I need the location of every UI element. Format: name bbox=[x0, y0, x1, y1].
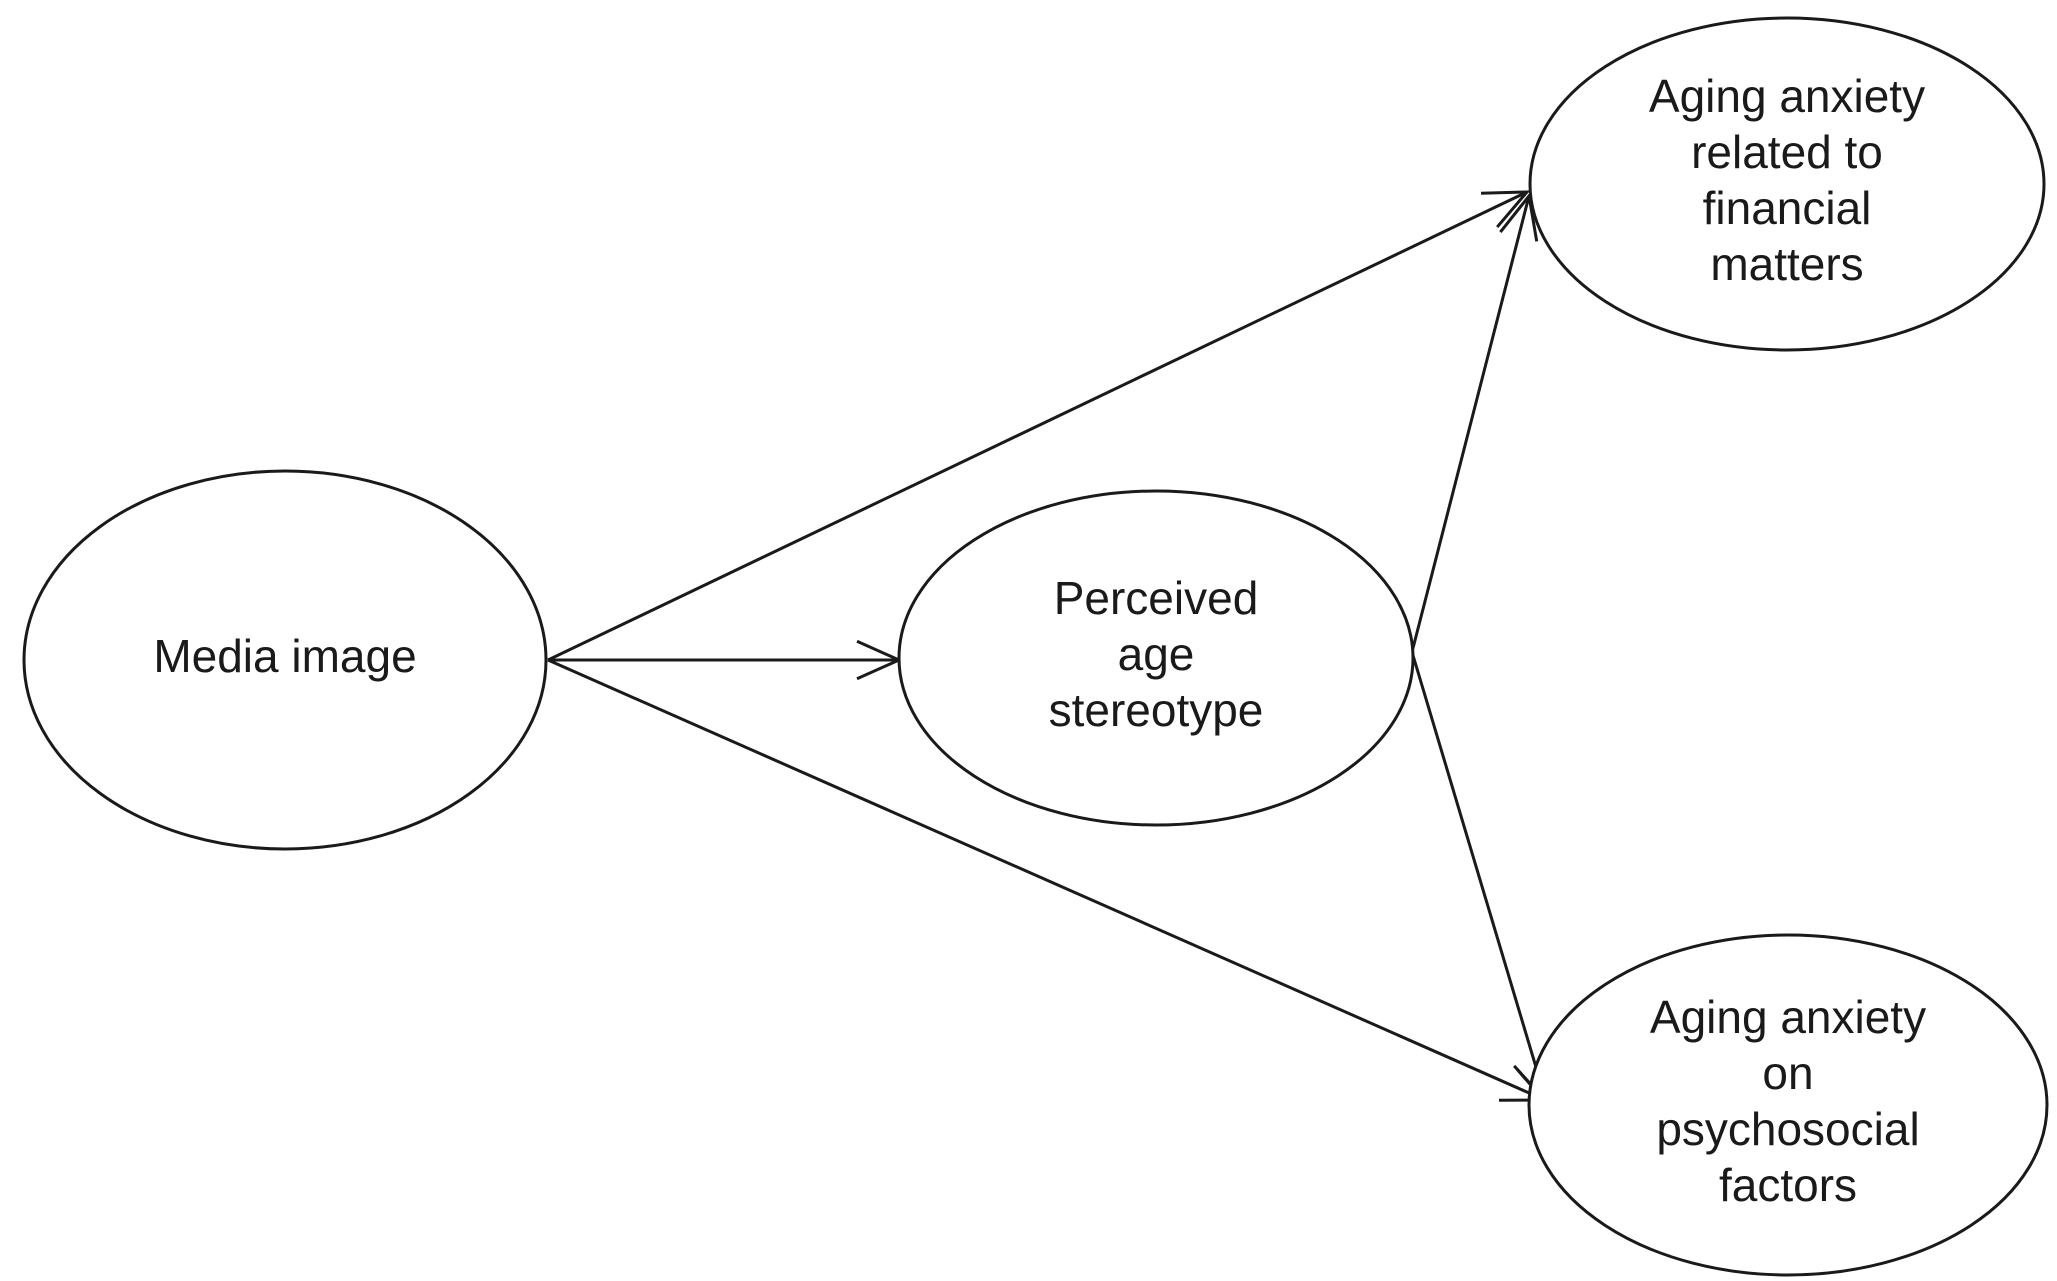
arrowhead-icon bbox=[1499, 192, 1539, 242]
edge-line bbox=[547, 658, 1546, 1102]
node-shape bbox=[1527, 933, 2049, 1277]
edge-line bbox=[1410, 195, 1531, 653]
node-label: Media image bbox=[153, 630, 416, 682]
node-media-image[interactable]: Media image bbox=[22, 469, 548, 851]
edge-line bbox=[1410, 651, 1549, 1105]
edge-layer bbox=[547, 190, 1555, 1108]
edge-media-to-financial[interactable] bbox=[547, 190, 1531, 662]
arrowhead-icon bbox=[1480, 190, 1531, 229]
edge-stereotype-to-financial[interactable] bbox=[1410, 192, 1539, 653]
edge-media-to-stereotype[interactable] bbox=[548, 639, 903, 681]
node-shape bbox=[1528, 16, 2046, 352]
node-shape bbox=[897, 489, 1415, 827]
edge-line bbox=[547, 190, 1528, 662]
edge-stereotype-to-psychosocial[interactable] bbox=[1410, 651, 1555, 1108]
node-shape bbox=[22, 469, 548, 851]
